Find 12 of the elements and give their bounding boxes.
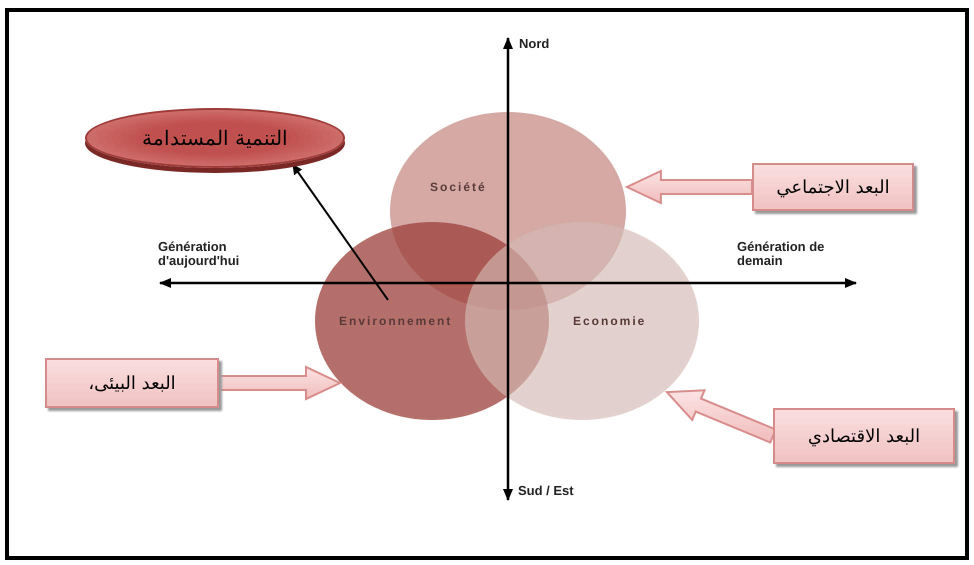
circle-label: Economie [573, 313, 646, 330]
axis-label: Génération d'aujourd'hui [158, 240, 240, 268]
axis-label: Nord [519, 37, 550, 51]
circle-label: Environnement [339, 313, 452, 330]
callout-box: البعد الاجتماعي [752, 163, 914, 211]
circle-label: Société [430, 179, 487, 196]
axis-label: Génération de demain [737, 240, 826, 268]
callout-box: البعد الاقتصادي [773, 408, 955, 464]
callout-box: البعد البيئى، [45, 358, 219, 408]
axis-label: Sud / Est [518, 484, 574, 498]
block-arrow [624, 169, 753, 205]
block-arrow [218, 365, 342, 401]
